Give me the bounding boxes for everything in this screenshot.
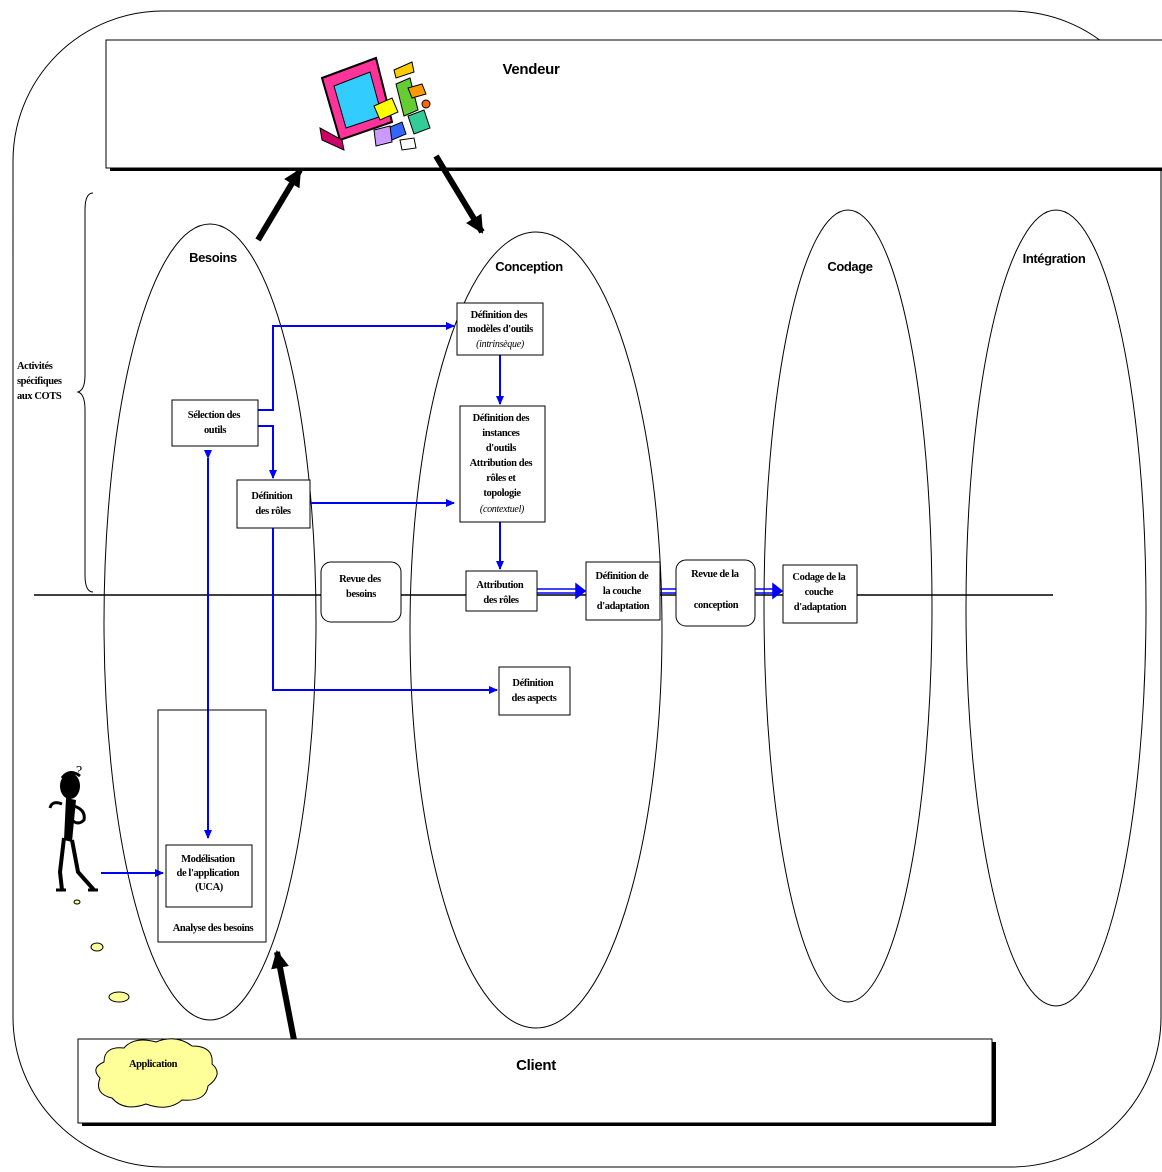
definition-roles-box: [236, 479, 311, 529]
couche-adaptation-box: [585, 561, 661, 621]
couche-adaptation-label: Définition de la couche d'adaptation: [595, 571, 650, 612]
modeles-outils-box: [456, 302, 544, 356]
instances-outils-box: [459, 405, 546, 523]
aspects-label: Définition des aspects: [512, 678, 557, 704]
arrow-selection-to-modeles: [258, 322, 455, 411]
thought-bubbles: [73, 899, 130, 1003]
phase-codage-label: Codage: [827, 259, 872, 274]
modelisation-box: [165, 844, 253, 908]
cots-activities-brace: [76, 192, 94, 593]
application-cloud: [95, 1038, 218, 1108]
attribution-roles-box: [465, 570, 538, 612]
integration-ellipse: [965, 209, 1147, 1007]
phase-integration-label: Intégration: [1023, 251, 1086, 266]
client-label: Client: [516, 1057, 556, 1074]
phase-besoins-label: Besoins: [189, 250, 237, 265]
cots-activities-label: Activités spécifiques aux COTS: [17, 361, 64, 402]
vendeur-label: Vendeur: [502, 61, 560, 78]
modelisation-label: Modélisation de l'application (UCA): [177, 854, 242, 893]
codage-ellipse: [763, 209, 933, 1003]
outer-frame: [12, 10, 1162, 1168]
arrow-roles-to-aspects: [272, 528, 498, 694]
revue-besoins-box: [320, 561, 402, 623]
analyse-besoins-box: [157, 709, 267, 943]
revue-besoins-label: Revue des besoins: [339, 574, 383, 600]
client-to-besoins-arrow: [271, 950, 297, 1041]
flow-arrows: [101, 322, 504, 877]
instances-outils-note: (contextuel): [480, 504, 525, 515]
selection-outils-label: Sélection des outils: [188, 410, 243, 436]
aspects-box: [498, 666, 571, 716]
revue-conception-label: Revue de la conception: [691, 569, 741, 611]
client-box: [77, 1038, 993, 1124]
analyse-besoins-label: Analyse des besoins: [173, 923, 254, 934]
besoins-ellipse: [103, 223, 317, 1021]
codage-couche-box: [782, 564, 858, 624]
computer-clipart-icon: [319, 56, 431, 151]
selection-outils-box: [171, 399, 259, 447]
besoins-to-vendeur-arrow: [255, 168, 303, 242]
conception-ellipse: [409, 231, 663, 1029]
modeles-outils-label: Définition des modèles d'outils: [467, 310, 533, 335]
svg-text:?: ?: [76, 764, 82, 779]
codage-couche-label: Codage de la couche d'adaptation: [792, 572, 847, 613]
application-cloud-label: Application: [129, 1059, 178, 1070]
arrow-selection-to-roles: [258, 425, 277, 479]
vendeur-to-conception-arrow: [433, 154, 485, 234]
phase-conception-label: Conception: [495, 259, 563, 274]
revue-conception-box: [675, 559, 756, 627]
timeline-double-arrows: [537, 582, 784, 600]
instances-outils-label: Définition des instances d'outils Attrib…: [470, 413, 535, 499]
vendeur-box: [105, 39, 1162, 169]
thinking-person-icon: ?: [48, 764, 98, 892]
definition-roles-label: Définition des rôles: [251, 491, 294, 517]
attribution-roles-label: Attribution des rôles: [476, 580, 525, 606]
modeles-outils-note: (intrinsèque): [476, 339, 525, 350]
